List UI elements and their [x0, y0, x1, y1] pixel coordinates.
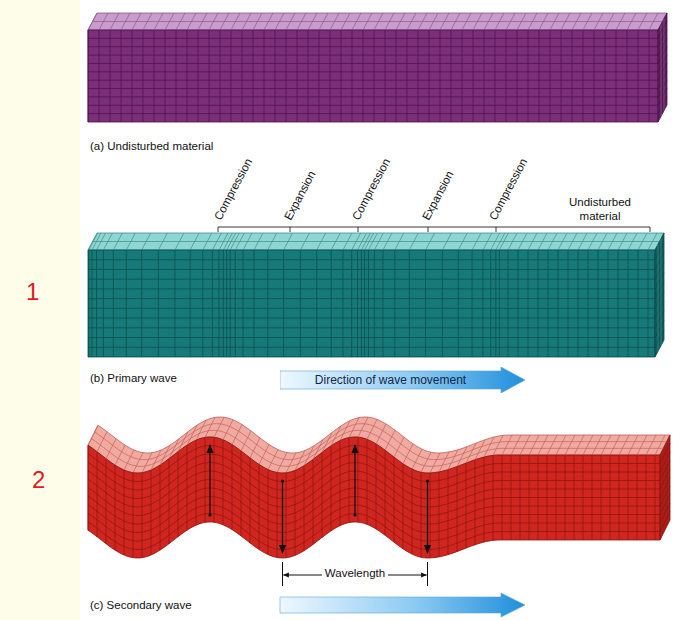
- caption-label: (b) Primary wave: [90, 372, 177, 386]
- caption-label: (a) Undisturbed material: [90, 140, 213, 154]
- callout-number: 1: [26, 278, 39, 307]
- zone-bracket: [218, 227, 650, 232]
- front-grid: [88, 243, 664, 357]
- motion-dot: [353, 513, 356, 516]
- motion-dot: [426, 479, 429, 482]
- front-face: [88, 30, 658, 122]
- undisturbed-block: [88, 13, 667, 122]
- motion-dot: [208, 513, 211, 516]
- secondary-wave-block: [88, 417, 670, 558]
- caption-label: Undisturbed material: [550, 196, 650, 224]
- top-grid: [88, 13, 664, 116]
- motion-arrow: [354, 445, 355, 515]
- motion-arrow: [427, 481, 428, 553]
- figure-ground: [80, 0, 695, 620]
- direction-arrow: Direction of wave movement: [280, 367, 525, 393]
- top-grid: [89, 233, 661, 351]
- direction-arrow: [280, 593, 525, 617]
- motion-arrow: [282, 481, 283, 553]
- arrow-label: Direction of wave movement: [280, 367, 501, 387]
- front-grid: [88, 21, 667, 122]
- front-grid: [88, 437, 670, 558]
- dimension-ticks: [283, 562, 428, 586]
- arrow-shape: [280, 367, 525, 393]
- front-face: [88, 250, 655, 357]
- motion-arrow: [209, 445, 210, 515]
- caption-label: (c) Secondary wave: [90, 599, 192, 613]
- primary-wave-block: [88, 233, 664, 357]
- dimension-label: Wavelength: [322, 567, 388, 581]
- callout-number: 2: [32, 466, 45, 495]
- motion-dot: [281, 479, 284, 482]
- top-grid: [88, 417, 667, 473]
